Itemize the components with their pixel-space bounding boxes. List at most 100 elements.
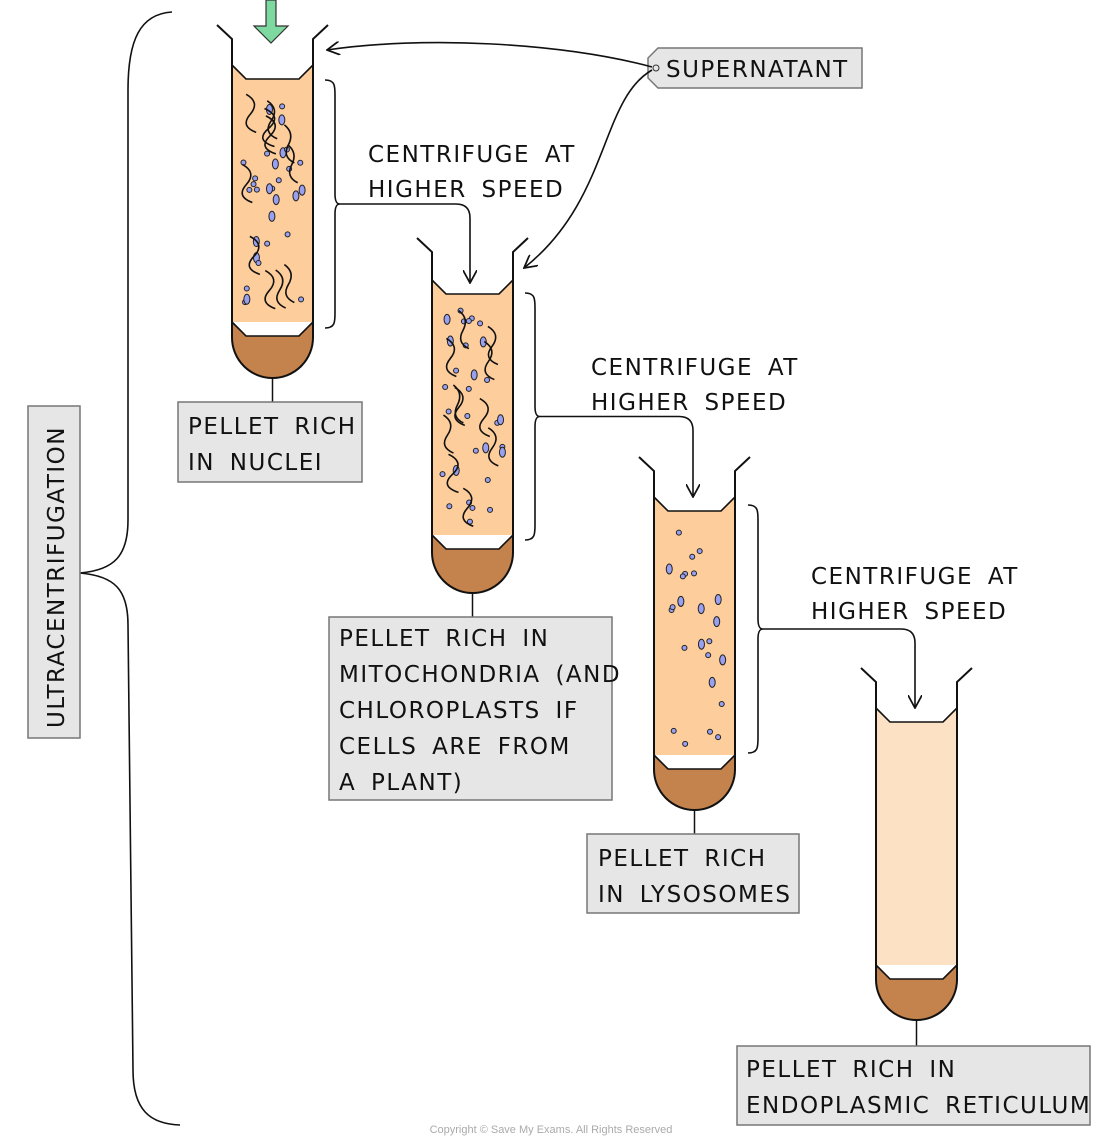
organelle <box>677 595 685 607</box>
pellet-label-box-4 <box>736 1045 1091 1126</box>
organelle <box>705 652 712 659</box>
organelle <box>487 506 494 513</box>
supernatant-arrow-2 <box>524 69 653 268</box>
organelle <box>472 447 479 454</box>
organelle <box>250 181 257 188</box>
organelle <box>665 563 673 575</box>
supernatant-bracket <box>747 504 764 754</box>
supernatant-liquid <box>654 497 735 755</box>
centrifuge-tube-1 <box>216 24 470 402</box>
organelle <box>465 317 472 324</box>
pellet-2-line-4: CELLS ARE FROM <box>339 734 571 760</box>
organelle <box>443 313 451 325</box>
organelle <box>268 210 276 222</box>
side-label: ULTRACENTRIFUGATION <box>44 426 70 728</box>
pellet-label-box-3 <box>586 833 800 914</box>
organelle <box>718 700 725 707</box>
organelle <box>446 503 453 510</box>
organelle <box>681 644 688 651</box>
organelle <box>445 408 452 415</box>
organelle <box>469 504 476 511</box>
supernatant-liquid <box>876 708 957 965</box>
organelle <box>264 240 271 247</box>
organelle <box>689 553 696 560</box>
pellet-2-line-2: MITOCHONDRIA (AND <box>339 662 621 688</box>
membrane-fragment <box>458 310 470 350</box>
supernatant-label: SUPERNATANT <box>666 57 849 83</box>
organelle <box>497 414 505 426</box>
centrifuge-tube-3 <box>638 456 915 834</box>
organelle <box>272 194 280 206</box>
pellet-1-line-1: PELLET RICH <box>188 414 357 440</box>
membrane-fragment <box>241 163 253 204</box>
organelle <box>675 529 682 536</box>
membrane-fragment <box>445 337 457 378</box>
pellet <box>432 535 513 593</box>
organelle <box>453 367 460 374</box>
copyright: Copyright © Save My Exams. All Rights Re… <box>430 1124 673 1136</box>
organelle <box>271 158 279 170</box>
membrane-fragment <box>287 144 299 184</box>
membrane-fragment <box>452 384 464 424</box>
organelle <box>465 385 472 392</box>
organelle <box>498 446 506 458</box>
pellet <box>654 755 735 810</box>
membrane-fragment <box>283 124 295 164</box>
membrane-fragment <box>245 93 257 134</box>
group-brace <box>79 11 181 1126</box>
organelle <box>713 616 721 628</box>
pellet-label-box-1 <box>177 401 363 483</box>
side-label-box: ULTRACENTRIFUGATION <box>27 405 81 739</box>
organelle <box>715 734 722 741</box>
transfer-arrow <box>763 628 915 708</box>
membrane-fragment <box>248 235 261 276</box>
membrane-fragment <box>264 115 277 155</box>
membrane-fragment <box>283 263 295 304</box>
organelle <box>442 384 449 391</box>
organelle <box>255 260 262 267</box>
organelle <box>246 186 253 193</box>
organelle <box>484 477 491 484</box>
supernatant-bracket <box>324 79 341 329</box>
step-2-line-2: HIGHER SPEED <box>591 390 787 416</box>
pellet-2-line-3: CHLOROPLASTS IF <box>339 698 579 724</box>
organelle <box>252 175 259 182</box>
organelle <box>298 184 306 196</box>
membrane-fragment <box>462 487 474 528</box>
step-3-line-2: HIGHER SPEED <box>811 599 1007 625</box>
membrane-fragment <box>266 100 278 140</box>
pellet-4-line-2: ENDOPLASMIC RETICULUM <box>746 1093 1091 1119</box>
step-1-line-2: HIGHER SPEED <box>368 177 564 203</box>
organelle <box>278 114 286 126</box>
organelle <box>243 293 251 305</box>
pellet <box>232 322 313 378</box>
organelle <box>279 103 286 110</box>
organelle <box>470 369 478 381</box>
supernatant-arrow-1 <box>327 43 653 68</box>
organelle <box>482 442 490 454</box>
membrane-fragment <box>454 386 466 427</box>
organelle <box>682 740 689 747</box>
organelle <box>253 186 260 193</box>
organelle <box>691 570 698 577</box>
organelle <box>697 603 705 615</box>
pellet-1-line-2: IN NUCLEI <box>188 450 323 476</box>
organelle <box>477 320 484 327</box>
organelle <box>292 190 300 202</box>
pellet-4-line-1: PELLET RICH IN <box>746 1057 956 1083</box>
organelle <box>464 412 471 419</box>
organelle <box>275 177 282 184</box>
supernatant-tag: SUPERNATANT <box>647 47 863 89</box>
membrane-fragment <box>487 325 499 366</box>
organelle <box>264 150 271 157</box>
organelle <box>484 377 491 384</box>
organelle <box>265 183 273 195</box>
organelle <box>706 638 713 645</box>
organelle <box>243 285 250 292</box>
step-3-line-1: CENTRIFUGE AT <box>811 564 1019 590</box>
input-arrow-icon <box>252 0 290 44</box>
organelle <box>298 296 305 303</box>
organelle <box>439 471 446 478</box>
